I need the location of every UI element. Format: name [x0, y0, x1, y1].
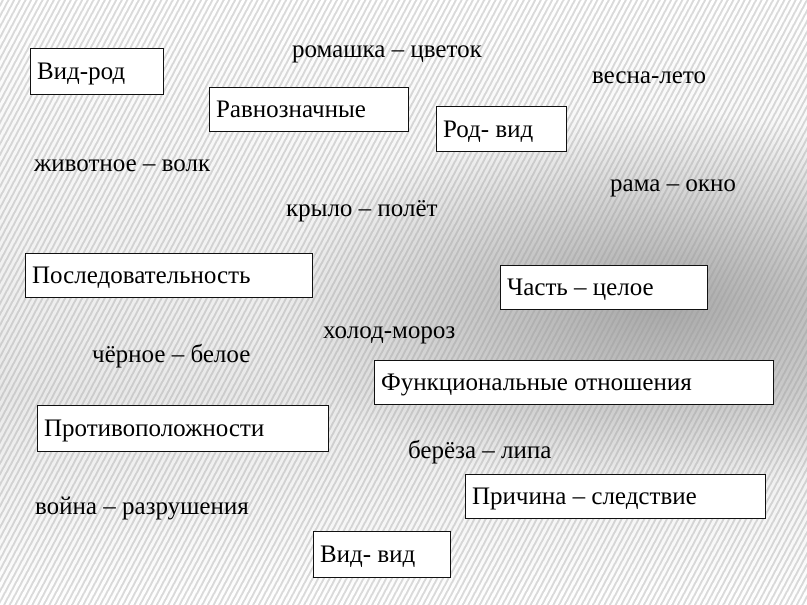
category-prichina-sledstvie: Причина – следствие: [465, 474, 766, 519]
category-vid-vid: Вид- вид: [313, 531, 451, 578]
category-chast-tseloe: Часть – целое: [500, 265, 708, 310]
pair-zhivotnoe-volk: животное – волк: [34, 150, 211, 177]
pair-krylo-polet: крыло – полёт: [286, 195, 438, 222]
category-ravnoznachnye: Равнозначные: [209, 87, 409, 132]
pair-voina-razrusheniya: война – разрушения: [35, 493, 249, 520]
category-rod-vid: Род- вид: [436, 106, 567, 152]
pair-vesna-leto: весна-лето: [592, 62, 706, 89]
pair-bereza-lipa: берёза – липа: [408, 437, 552, 464]
category-posledovatelnost: Последовательность: [25, 253, 313, 298]
category-vid-rod: Вид-род: [30, 48, 164, 95]
pair-rama-okno: рама – окно: [610, 170, 736, 197]
pair-chernoe-beloe: чёрное – белое: [92, 341, 251, 368]
pair-kholod-moroz: холод-мороз: [323, 317, 456, 344]
category-protivopolozhnosti: Противоположности: [37, 405, 329, 452]
pair-romashka-tsvetok: ромашка – цветок: [292, 36, 482, 63]
category-funktsionalnye: Функциональные отношения: [374, 360, 774, 405]
